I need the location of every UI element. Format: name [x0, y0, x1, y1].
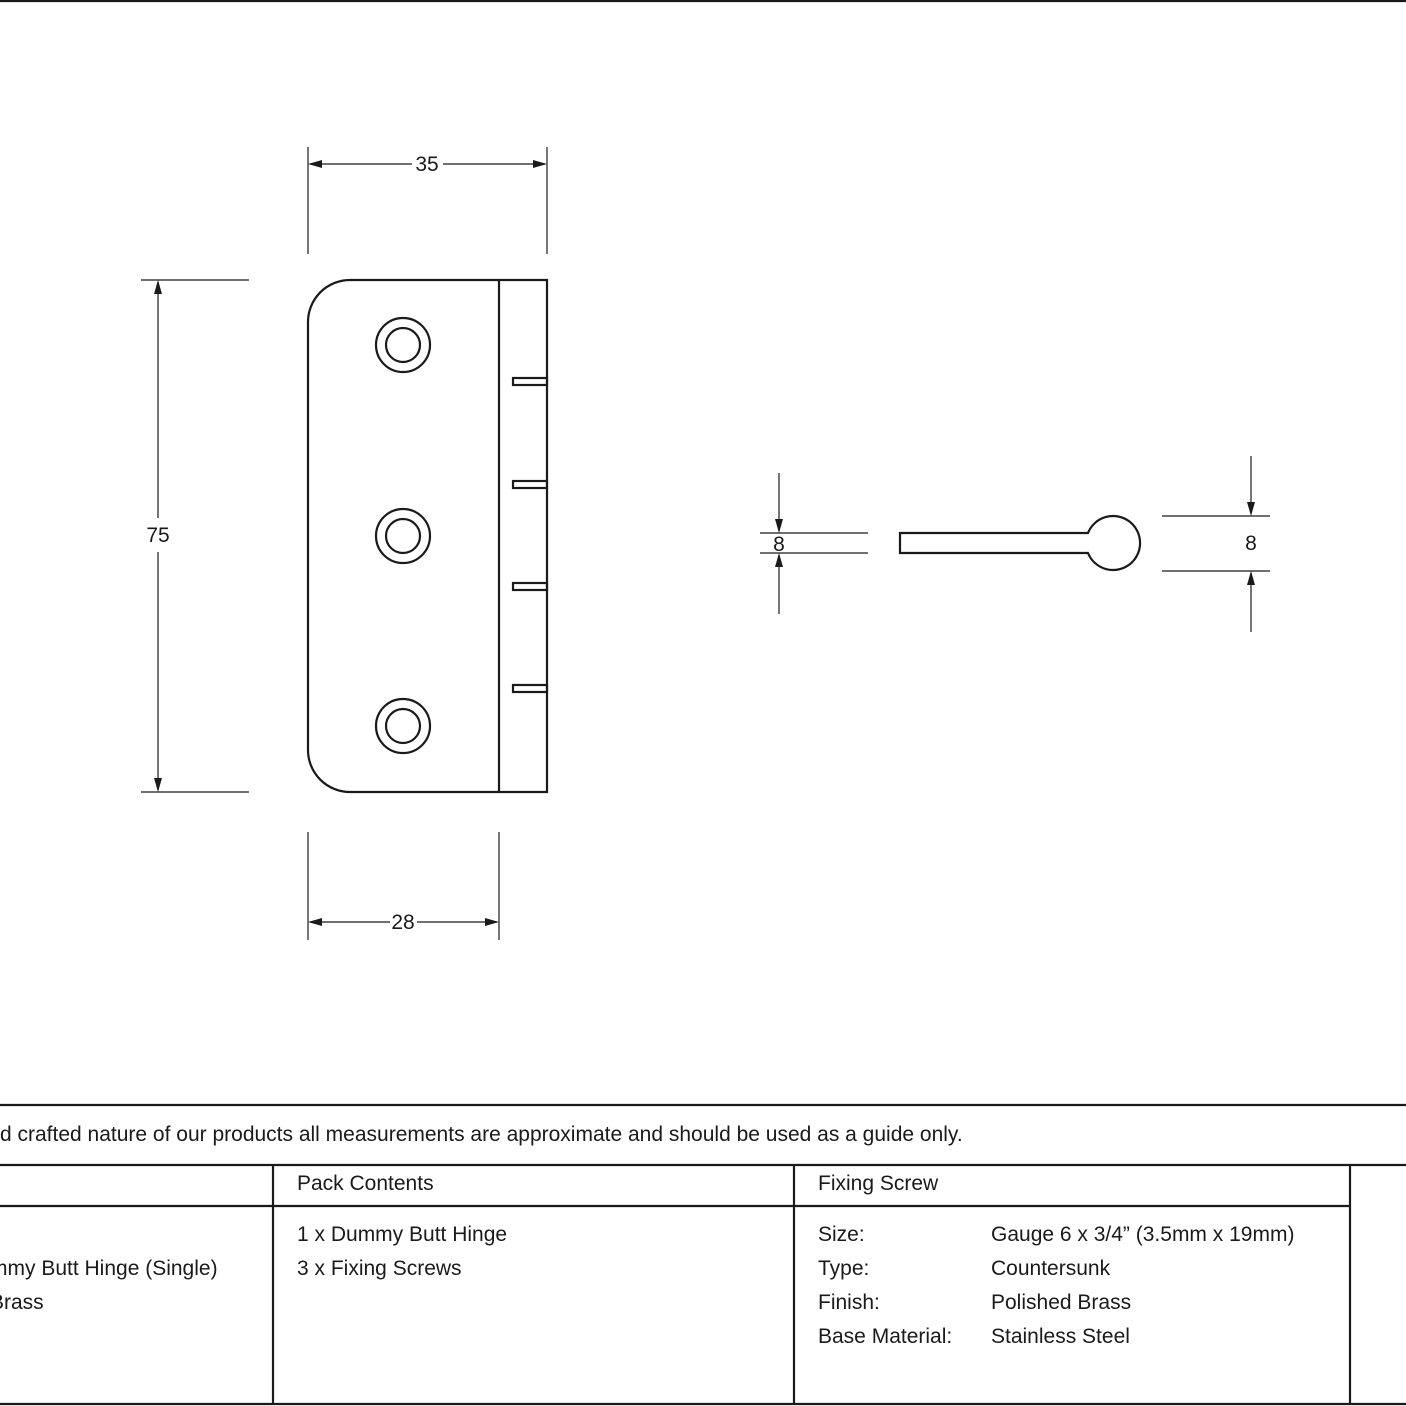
- hinge-side-profile: [898, 514, 1142, 572]
- list-item: 1 x Dummy Butt Hinge: [297, 1223, 508, 1246]
- screw-hole-inner: [384, 517, 422, 555]
- hinge-front-view: [306, 278, 549, 794]
- dimension-height: 75: [141, 279, 249, 793]
- hinge-leaf-outline: [306, 278, 549, 794]
- screw-hole-outer: [374, 697, 432, 755]
- fixing-screw-labels: Size: Type: Finish: Base Material:: [818, 1218, 952, 1354]
- dimension-label: 8: [1245, 532, 1257, 555]
- spec-label-finish: Finish:: [818, 1291, 880, 1314]
- pack-contents-list: 1 x Dummy Butt Hinge 3 x Fixing Screws: [297, 1218, 507, 1286]
- spec-value-base-material: Stainless Steel: [991, 1325, 1130, 1348]
- spec-label-base-material: Base Material:: [818, 1325, 953, 1348]
- knuckle-slot: [511, 376, 549, 387]
- spec-value-size: Gauge 6 x 3/4” (3.5mm x 19mm): [991, 1223, 1295, 1246]
- pack-contents-header: Pack Contents: [297, 1172, 434, 1195]
- spec-value-type: Countersunk: [991, 1257, 1111, 1280]
- dimension-label: 75: [146, 524, 169, 547]
- dimension-leaf-width: 28: [307, 832, 500, 940]
- fixing-screw-values: Gauge 6 x 3/4” (3.5mm x 19mm) Countersun…: [991, 1218, 1294, 1354]
- spec-label-size: Size:: [818, 1223, 865, 1246]
- dimension-label: 35: [415, 153, 438, 176]
- spec-label-type: Type:: [818, 1257, 870, 1280]
- spec-value-finish: Polished Brass: [991, 1291, 1132, 1314]
- dimension-label: 28: [391, 911, 414, 934]
- screw-hole-outer: [374, 507, 432, 565]
- product-name-line: mmy Butt Hinge (Single): [0, 1257, 218, 1280]
- measurement-notice: d crafted nature of our products all mea…: [0, 1123, 963, 1146]
- knuckle-slot: [511, 683, 549, 694]
- product-description: mmy Butt Hinge (Single) Brass: [0, 1252, 218, 1320]
- dimension-profile-left: 8: [760, 473, 868, 614]
- title-block-frame: [0, 1103, 1406, 1406]
- fixing-screw-header: Fixing Screw: [818, 1172, 939, 1195]
- dimension-label: 8: [773, 533, 785, 556]
- dimension-profile-right: 8: [1162, 456, 1270, 632]
- product-finish-line: Brass: [0, 1291, 44, 1314]
- screw-hole-inner: [384, 326, 422, 364]
- dimension-plate-width: 35: [307, 147, 548, 254]
- knuckle-slot: [511, 479, 549, 490]
- screw-hole-outer: [374, 316, 432, 374]
- profile-outline: [898, 514, 1142, 572]
- knuckle-slot: [511, 581, 549, 592]
- list-item: 3 x Fixing Screws: [297, 1257, 462, 1280]
- screw-hole-inner: [384, 707, 422, 745]
